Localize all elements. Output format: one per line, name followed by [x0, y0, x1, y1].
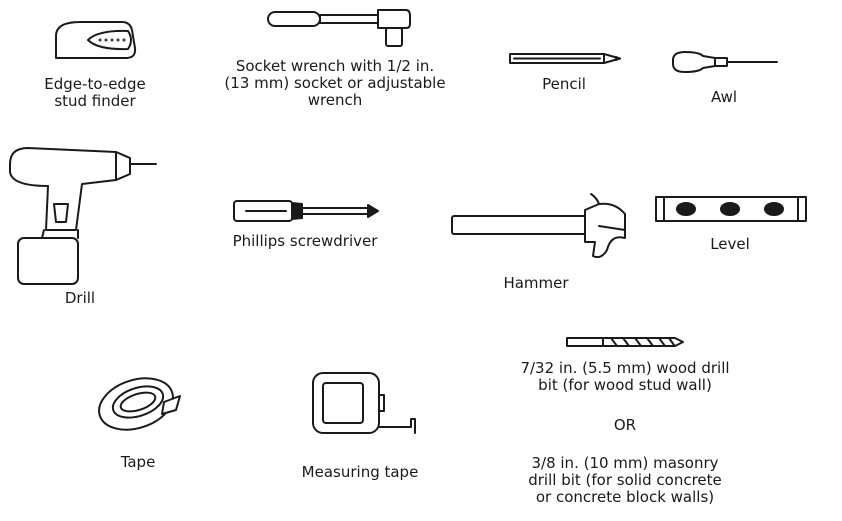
hammer-icon — [451, 193, 626, 259]
drill-bit-icon — [566, 337, 684, 347]
hammer-label: Hammer — [503, 274, 569, 292]
measuring-tape-label: Measuring tape — [301, 463, 419, 481]
or-label: OR — [613, 416, 637, 434]
level-icon — [655, 196, 807, 222]
drill-label: Drill — [64, 289, 96, 307]
stud-finder-icon — [55, 21, 137, 59]
level-label: Level — [710, 235, 750, 253]
socket-wrench-icon — [267, 9, 411, 47]
measuring-tape-icon — [312, 372, 416, 434]
screwdriver-icon — [233, 200, 379, 222]
pencil-icon — [509, 53, 621, 64]
socket-wrench-label: Socket wrench with 1/2 in.(13 mm) socket… — [224, 57, 446, 109]
drill-icon — [9, 147, 157, 285]
awl-label: Awl — [710, 88, 738, 106]
pencil-label: Pencil — [542, 75, 586, 93]
screwdriver-label: Phillips screwdriver — [232, 232, 378, 250]
tape-label: Tape — [120, 453, 156, 471]
awl-icon — [672, 51, 778, 73]
tape-roll-icon — [98, 377, 181, 431]
